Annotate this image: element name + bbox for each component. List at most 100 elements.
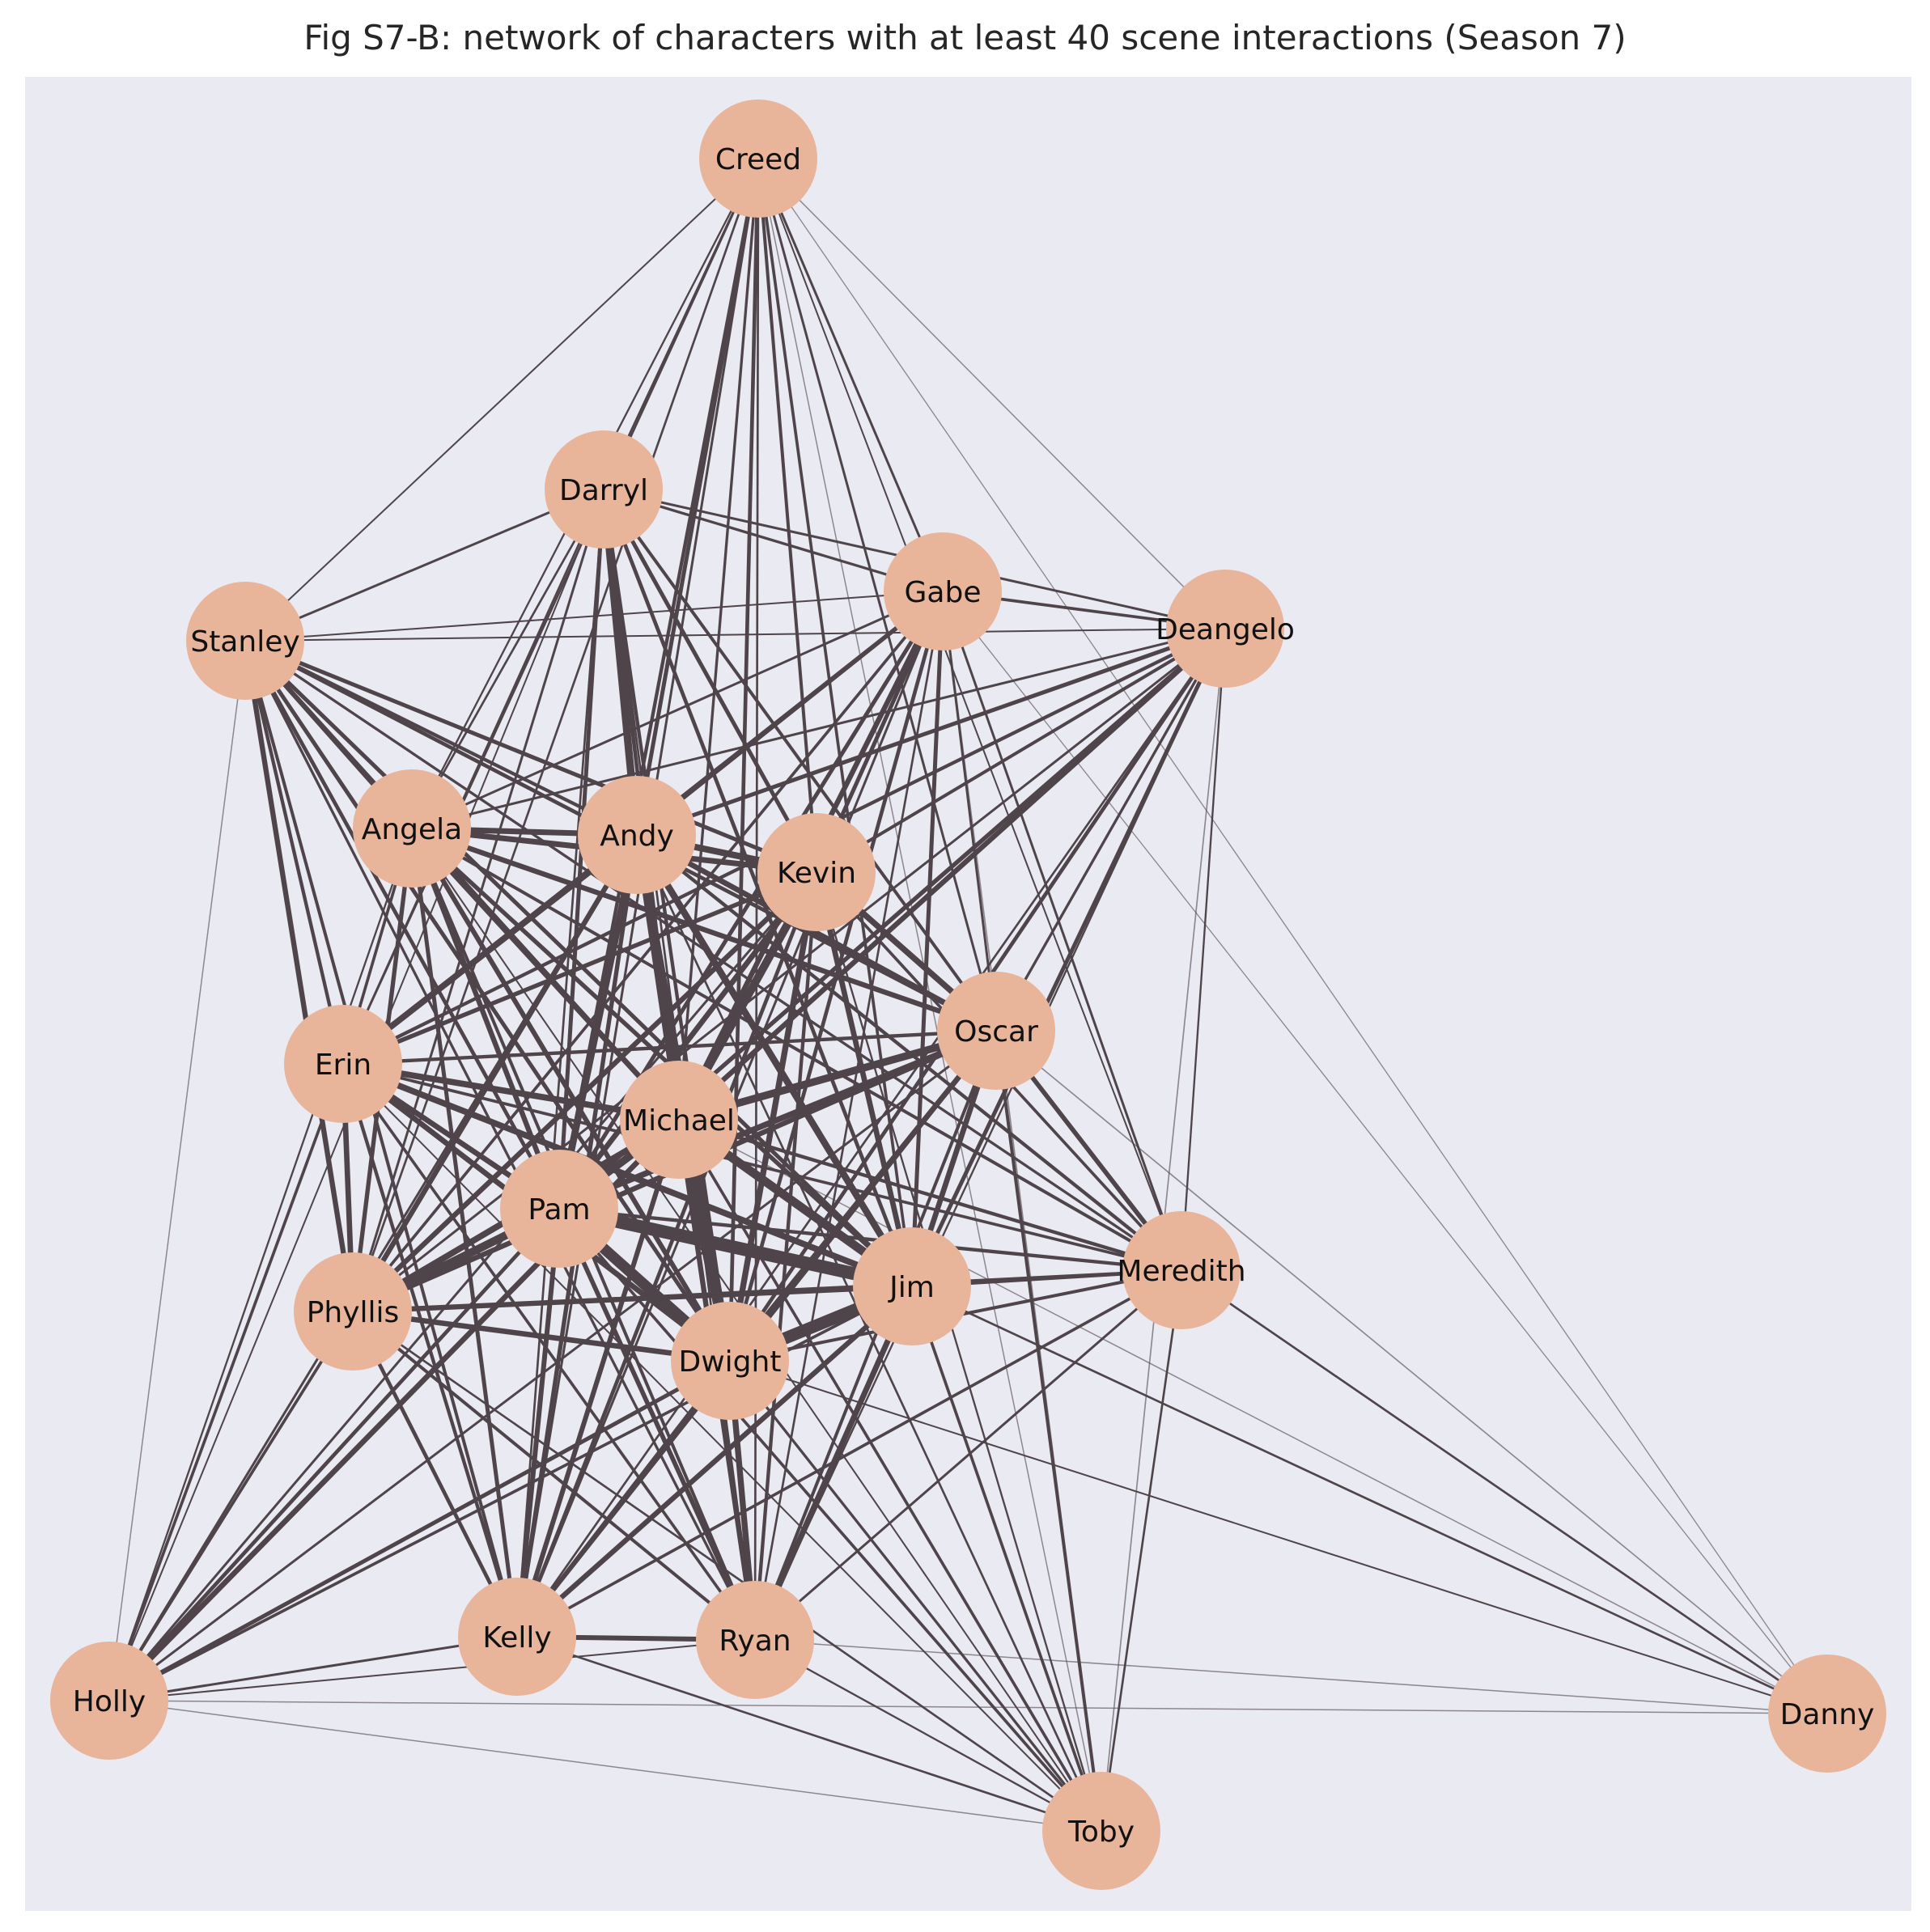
node-deangelo: Deangelo — [1156, 570, 1295, 688]
node-circle — [1042, 1772, 1160, 1890]
edge-deangelo-kevin — [815, 627, 1227, 874]
edge-andy-jim — [634, 833, 915, 1289]
edge-kevin-pam — [557, 870, 819, 1211]
edge-andy-erin — [341, 832, 639, 1067]
edge-angela-michael — [409, 826, 681, 1122]
edge-deangelo-andy — [636, 626, 1226, 837]
edge-deangelo-kelly — [515, 628, 1227, 1638]
edge-gabe-angela — [411, 590, 944, 830]
node-circle — [699, 100, 817, 218]
node-label: Kelly — [482, 1621, 551, 1654]
edge-darryl-oscar — [602, 488, 998, 1032]
edge-gabe-jim — [910, 591, 945, 1287]
edge-michael-toby — [677, 1119, 1103, 1832]
node-phyllis: Phyllis — [294, 1252, 412, 1371]
node-circle — [757, 813, 876, 931]
node-label: Stanley — [190, 625, 299, 659]
edge-jim-danny — [911, 1285, 1828, 1715]
edge-oscar-ryan — [753, 1030, 998, 1641]
edge-angela-holly — [108, 828, 414, 1701]
node-label: Deangelo — [1156, 613, 1295, 646]
edge-darryl-erin — [341, 489, 605, 1065]
node-circle — [884, 532, 1002, 650]
node-danny: Danny — [1768, 1654, 1886, 1773]
edge-michael-kelly — [515, 1119, 681, 1638]
edge-deangelo-stanley — [244, 628, 1226, 642]
edge-kelly-holly — [108, 1635, 518, 1702]
edge-holly-danny — [108, 1700, 1828, 1714]
node-ryan: Ryan — [696, 1581, 814, 1699]
edge-erin-holly — [108, 1063, 345, 1701]
edge-darryl-kevin — [601, 488, 819, 874]
edge-phyllis-kelly — [350, 1310, 520, 1638]
edge-kevin-phyllis — [350, 870, 819, 1314]
node-label: Oscar — [954, 1015, 1038, 1049]
node-label: Jim — [888, 1271, 935, 1304]
node-label: Phyllis — [307, 1296, 400, 1329]
edge-gabe-ryan — [753, 591, 944, 1641]
edge-pam-meredith — [558, 1206, 1182, 1273]
edge-ryan-toby — [754, 1638, 1102, 1832]
node-circle — [937, 972, 1055, 1090]
edge-phyllis-dwight — [352, 1308, 731, 1364]
edge-pam-kelly — [515, 1208, 562, 1638]
node-holly: Holly — [50, 1642, 168, 1760]
edge-michael-meredith — [678, 1117, 1182, 1273]
edge-creed-phyllis — [351, 158, 760, 1312]
edge-gabe-meredith — [941, 591, 1183, 1271]
node-kevin: Kevin — [757, 813, 876, 931]
edge-erin-toby — [342, 1063, 1102, 1832]
node-circle — [853, 1227, 971, 1345]
node-kelly: Kelly — [458, 1578, 576, 1696]
edge-deangelo-oscar — [995, 628, 1227, 1032]
edge-gabe-danny — [942, 591, 1828, 1714]
node-label: Michael — [623, 1104, 735, 1138]
edge-oscar-erin — [342, 1028, 997, 1066]
edge-ryan-holly — [108, 1639, 756, 1701]
edge-stanley-kelly — [244, 640, 519, 1638]
node-erin: Erin — [284, 1005, 402, 1123]
edge-pam-jim — [558, 1202, 914, 1293]
edge-kevin-holly — [108, 871, 818, 1701]
node-circle — [620, 1061, 738, 1179]
edge-ryan-danny — [754, 1639, 1828, 1714]
edge-angela-meredith — [411, 827, 1182, 1272]
edge-stanley-erin — [243, 640, 346, 1065]
edge-kelly-toby — [516, 1635, 1102, 1832]
edge-kevin-kelly — [515, 871, 819, 1638]
node-circle — [353, 769, 471, 888]
edge-erin-meredith — [342, 1062, 1182, 1272]
node-label: Darryl — [559, 474, 648, 507]
node-label: Danny — [1780, 1698, 1875, 1731]
edge-creed-gabe — [757, 158, 944, 592]
edge-kevin-dwight — [727, 871, 820, 1362]
node-meredith: Meredith — [1117, 1211, 1246, 1329]
edge-meredith-toby — [1100, 1269, 1183, 1832]
edge-darryl-stanley — [244, 488, 604, 642]
edge-darryl-angela — [410, 489, 605, 829]
node-label: Kevin — [777, 857, 856, 890]
edge-andy-oscar — [635, 833, 998, 1033]
node-circle — [545, 430, 663, 549]
edge-meredith-ryan — [754, 1269, 1182, 1642]
node-circle — [578, 776, 696, 894]
edge-darryl-kelly — [515, 489, 605, 1638]
node-toby: Toby — [1042, 1772, 1160, 1890]
node-label: Ryan — [719, 1625, 791, 1658]
node-label: Angela — [362, 813, 463, 846]
node-darryl: Darryl — [545, 430, 663, 549]
edge-angela-jim — [410, 827, 914, 1288]
edge-meredith-kelly — [516, 1269, 1182, 1638]
node-jim: Jim — [853, 1227, 971, 1345]
edge-angela-oscar — [410, 826, 998, 1033]
edge-phyllis-toby — [352, 1310, 1102, 1832]
node-circle — [50, 1642, 168, 1760]
edge-stanley-holly — [108, 640, 246, 1701]
node-oscar: Oscar — [937, 972, 1055, 1090]
node-angela: Angela — [353, 769, 471, 888]
edge-creed-michael — [677, 158, 760, 1121]
node-circle — [458, 1578, 576, 1696]
node-circle — [186, 582, 304, 700]
edge-gabe-phyllis — [351, 590, 944, 1313]
